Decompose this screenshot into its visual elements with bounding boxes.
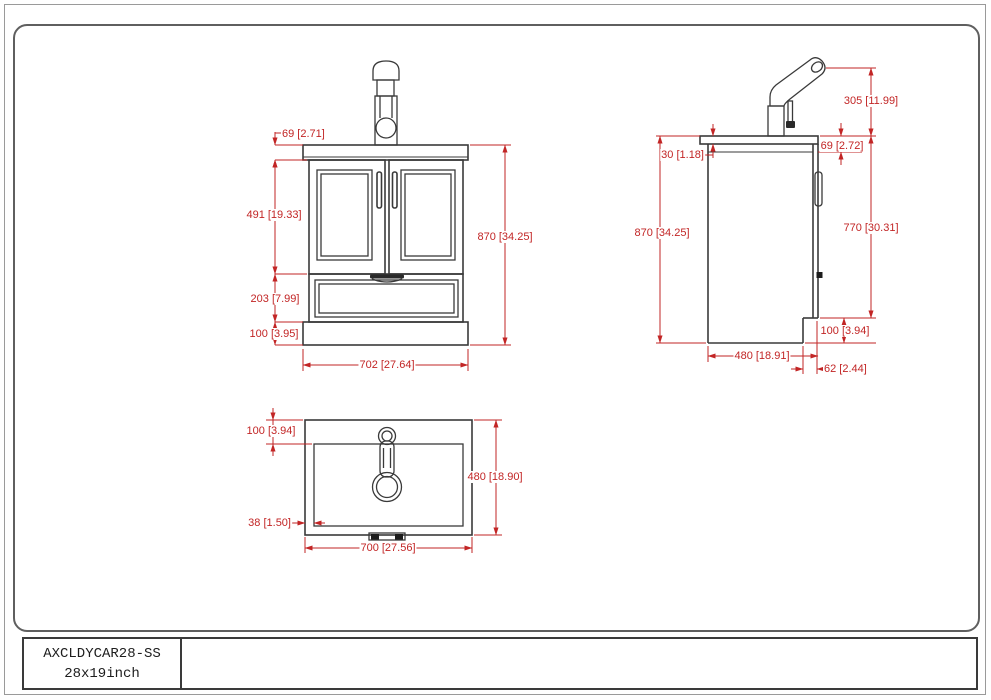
dim-side-toe-kick-recess: 62 [2.44] [823,363,868,375]
drawing-frame [13,24,980,632]
dim-side-faucet-height: 305 [11.99] [842,95,900,107]
side-carcass [707,143,819,344]
top-faucet [371,426,403,503]
dim-side-depth: 480 [18.91] [733,350,791,362]
dim-front-overall-width: 702 [27.64] [358,359,416,371]
side-faucet [767,57,826,137]
dim-side-counter-thickness: 30 [1.18] [660,149,705,161]
dim-top-back-rim: 100 [3.94] [245,425,297,437]
dim-side-overall-height: 870 [34.25] [633,227,691,239]
page-border [4,4,986,695]
title-block-empty-cell [182,639,976,688]
dim-side-cabinet-height: 770 [30.31] [842,222,900,234]
dim-front-base-height: 100 [3.95] [248,328,300,340]
dim-top-front-rim: 38 [1.50] [247,517,292,529]
sink-basin [313,443,464,527]
title-block-model-cell: AXCLDYCAR28-SS 28x19inch [24,639,182,688]
front-base [302,321,469,346]
dim-front-drawer-height: 203 [7.99] [249,293,301,305]
dim-front-counter-height: 69 [2.71] [281,128,326,140]
front-drawer [308,273,464,323]
dim-side-toe-kick-height: 100 [3.94] [819,325,871,337]
dim-side-counter-edge: 69 [2.72] [819,140,865,152]
title-block: AXCLDYCAR28-SS 28x19inch [22,637,978,690]
dim-front-door-height: 491 [19.33] [245,209,303,221]
model-number: AXCLDYCAR28-SS [43,645,161,662]
front-faucet [372,60,400,146]
side-drawer-knob [816,272,823,278]
mounting-clips [368,532,406,541]
drawer-pull [370,274,404,279]
front-doors [308,159,464,275]
dim-top-width: 700 [27.56] [359,542,417,554]
dimension-annotations [266,67,876,553]
door-handle-right [391,171,398,209]
dim-front-overall-height: 870 [34.25] [476,231,534,243]
front-countertop [302,144,469,161]
product-size: 28x19inch [64,665,140,682]
side-view [699,57,826,344]
top-view [304,419,473,541]
door-handle-left [376,171,383,209]
side-door-handle [814,171,823,207]
dim-top-depth: 480 [18.90] [466,471,524,483]
front-view [302,60,469,346]
